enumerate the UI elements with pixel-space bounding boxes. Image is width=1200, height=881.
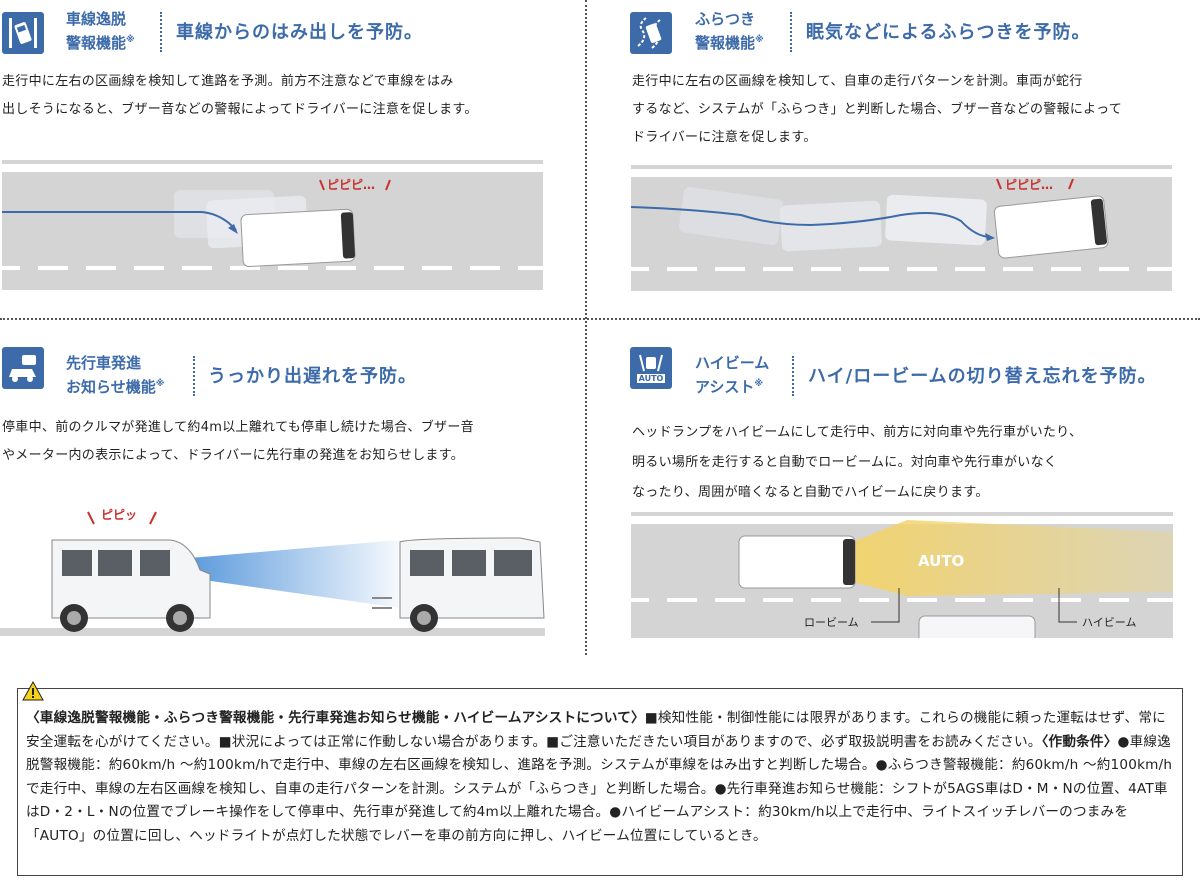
feature-headline: うっかり出遅れを予防。 [208,366,417,387]
feature-name: 車線逸脱 警報機能※ [66,10,135,52]
high-beam-icon: AUTO [630,347,672,389]
feature-description: 走行中に左右の区画線を検知して、自車の走行パターンを計測。車両が蛇行 するなど、… [632,74,1123,145]
wobble-icon [630,12,672,54]
lane-departure-illustration [2,160,543,290]
feature-headline: ハイ/ロービームの切り替え忘れを予防。 [808,366,1157,387]
warning-icon [22,681,44,701]
auto-label: AUTO [918,552,965,570]
alert-sound-text: ピピピ… [327,178,376,192]
feature-headline: 眠気などによるふらつきを予防。 [806,22,1091,43]
feature-description: ヘッドランプをハイビームにして走行中、前方に対向車や先行車がいたり、 明るい場所… [632,425,1083,500]
alert-sound-text: ピピッ [101,508,138,522]
lead-car-icon [2,347,44,389]
high-beam-label: ハイビーム [1082,616,1137,629]
name-separator [160,12,162,52]
lane-departure-icon [2,12,44,54]
feature-name: ハイビーム アシスト※ [695,354,770,396]
feature-name: ふらつき 警報機能※ [695,10,764,52]
name-separator [790,12,792,52]
notice-text: 〈車線逸脱警報機能・ふらつき警報機能・先行車発進お知らせ機能・ハイビームアシスト… [26,710,1173,844]
alert-sound-text: ピピピ… [1005,178,1054,192]
name-separator [792,356,794,396]
high-beam-illustration [631,512,1173,638]
feature-headline: 車線からのはみ出しを予防。 [176,22,423,43]
vertical-divider [585,0,587,655]
horizontal-divider [0,318,1200,320]
feature-name: 先行車発進 お知らせ機能※ [66,354,165,396]
name-separator [193,356,195,396]
feature-description: 停車中、前のクルマが発進して約4m以上離れても停車し続けた場合、ブザー音 やメー… [2,420,474,463]
lead-car-illustration [0,511,545,636]
low-beam-label: ロービーム [804,616,859,629]
wobble-illustration [631,165,1172,291]
feature-description: 走行中に左右の区画線を検知して進路を予測。前方不注意などで車線をはみ 出しそうに… [2,74,478,117]
caution-notice: 〈車線逸脱警報機能・ふらつき警報機能・先行車発進お知らせ機能・ハイビームアシスト… [17,681,1183,876]
